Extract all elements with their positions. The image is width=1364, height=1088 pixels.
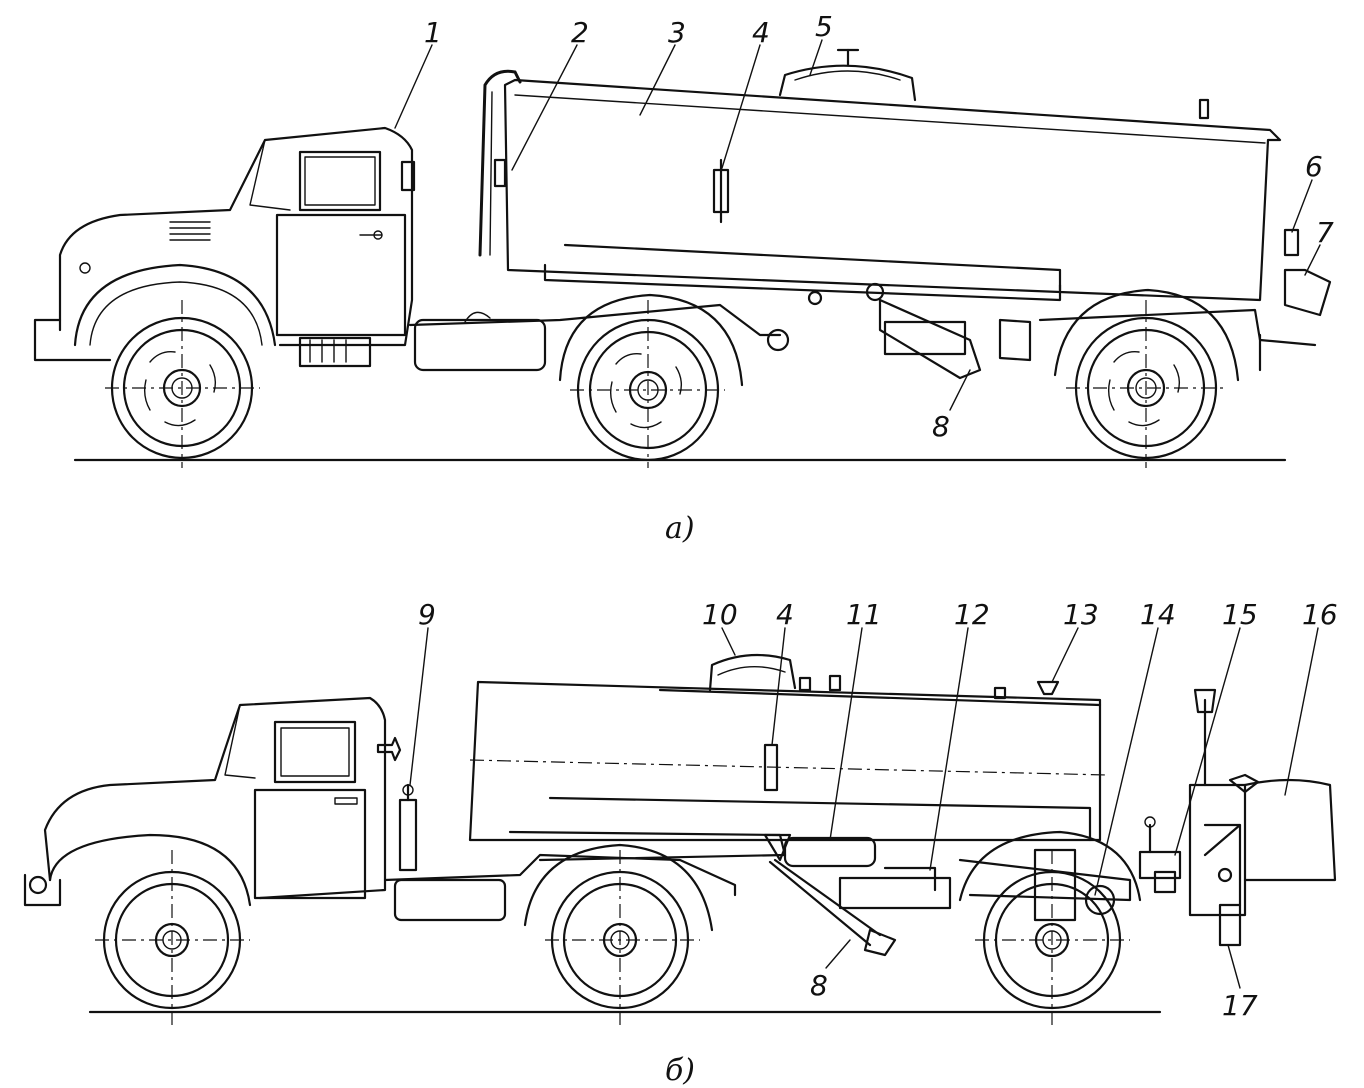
nozzle-a	[1283, 268, 1332, 317]
mirror-a	[400, 160, 416, 192]
middle-wheel-b	[523, 843, 714, 1010]
truck-b	[23, 627, 1337, 1025]
callout-4b: 4	[776, 598, 794, 631]
callout-8b: 8	[810, 969, 828, 1002]
callout-3: 3	[668, 16, 686, 49]
callout-15: 15	[1222, 598, 1258, 631]
filler-cap-b	[1036, 680, 1060, 696]
spray-arm-b	[773, 858, 882, 937]
callout-1: 1	[424, 16, 442, 49]
tank-a	[503, 78, 1282, 302]
cab-b	[43, 696, 387, 900]
fuel-tank-a	[413, 318, 547, 372]
heater-tube-b	[783, 836, 877, 868]
callouts-a: 1 2 3 4 5 6 7 8	[424, 10, 1334, 443]
cab-b-window	[273, 720, 357, 784]
callout-14: 14	[1140, 598, 1176, 631]
callout-8a: 8	[932, 410, 950, 443]
callout-10: 10	[702, 598, 738, 631]
mirror-b	[376, 736, 402, 762]
callout-4: 4	[752, 16, 770, 49]
fuel-tank-b	[393, 878, 507, 922]
drive-b	[1033, 848, 1077, 922]
manhole-b	[708, 653, 797, 692]
pump-unit-b	[838, 876, 952, 910]
rear-nozzle-b	[1218, 903, 1242, 947]
callout-6: 6	[1305, 150, 1323, 183]
caption-a: а)	[665, 511, 695, 546]
callout-12: 12	[954, 598, 990, 631]
callout-9: 9	[418, 598, 436, 631]
valve-block-b	[1138, 850, 1182, 880]
tank-b	[468, 680, 1102, 842]
level-gauge-b	[763, 743, 779, 792]
caption-b: б)	[665, 1053, 695, 1088]
cab-a	[58, 126, 414, 347]
callout-17: 17	[1222, 989, 1258, 1022]
callouts-b: 9 10 4 11 12 13 14 15 16 8 17	[418, 598, 1338, 1022]
valve-a	[1283, 228, 1300, 257]
truck-a	[33, 39, 1332, 468]
callout-13: 13	[1063, 598, 1099, 631]
callout-11: 11	[846, 598, 882, 631]
callout-5: 5	[815, 10, 833, 43]
pump-standpipe-b	[398, 798, 418, 872]
cab-b-door	[253, 788, 367, 900]
middle-wheel-a	[558, 293, 744, 462]
callout-2: 2	[571, 16, 589, 49]
callout-16: 16	[1302, 598, 1338, 631]
cab-a-window	[298, 150, 382, 212]
burner-box-b	[1243, 778, 1337, 882]
cab-a-door	[275, 213, 407, 337]
callout-7: 7	[1316, 216, 1334, 249]
